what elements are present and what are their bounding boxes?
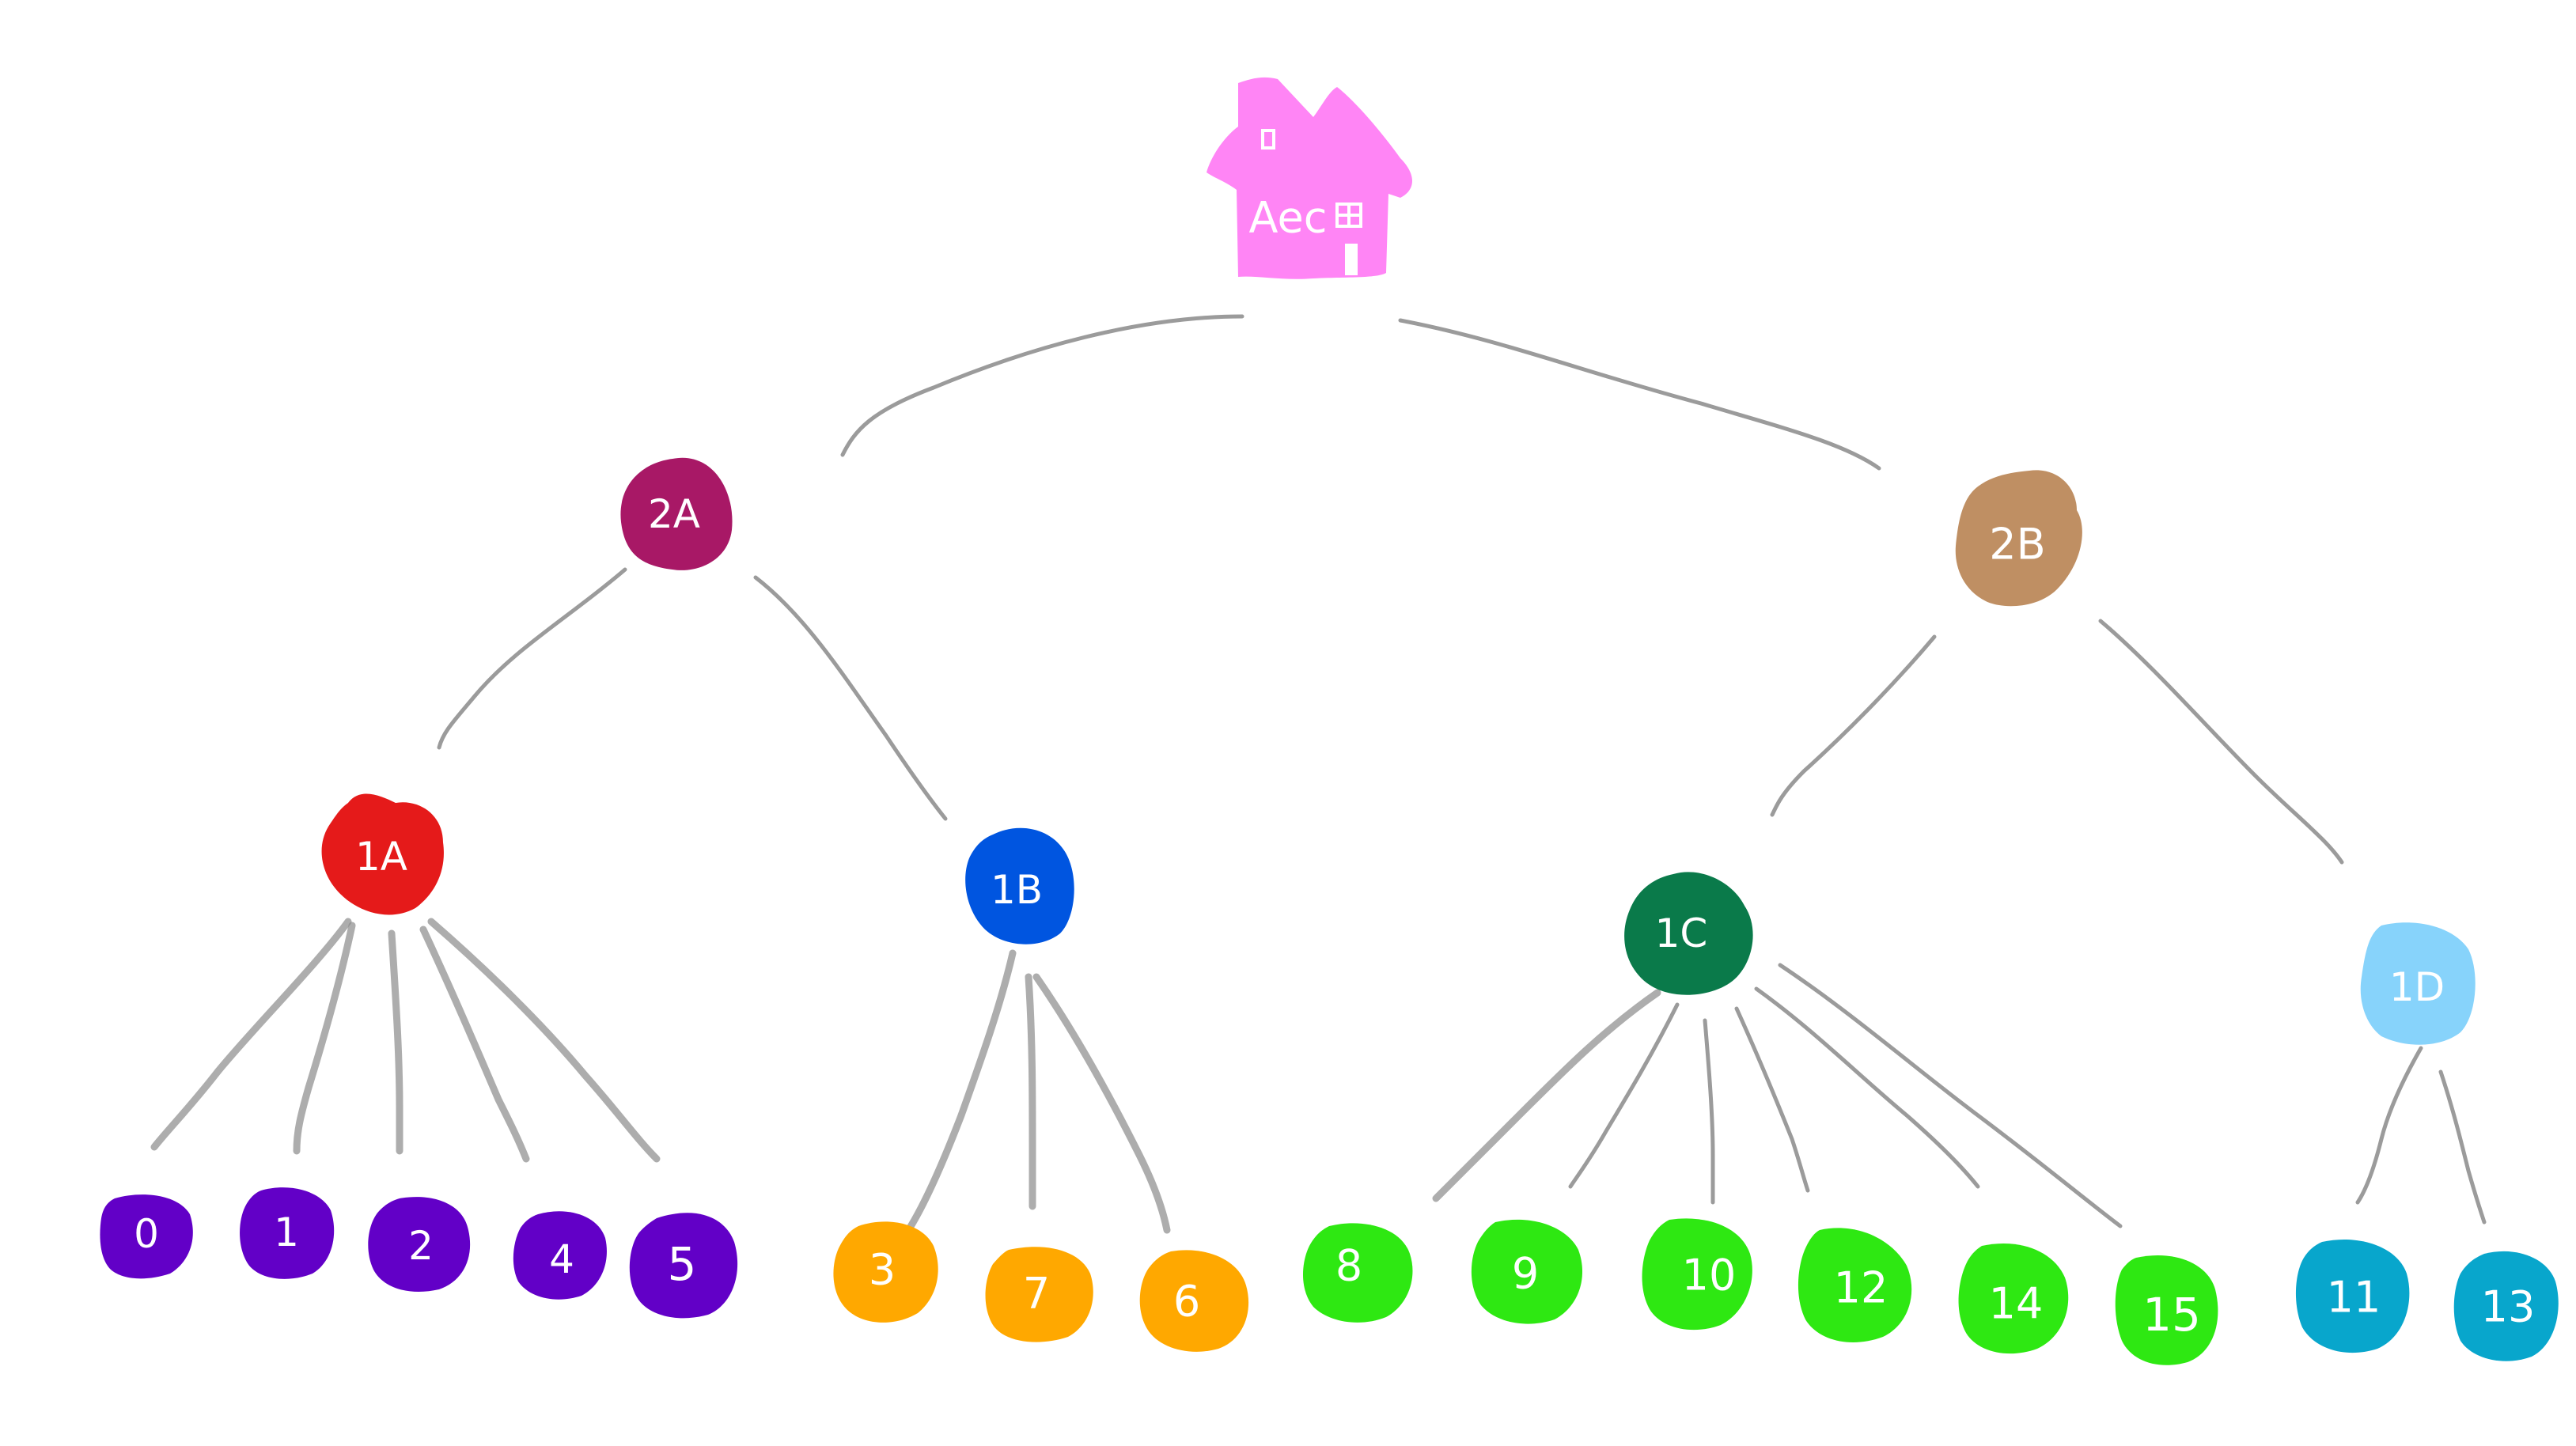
node-1C: 1C xyxy=(1624,872,1753,995)
leaf-0-label: 0 xyxy=(134,1211,159,1257)
leaf-2-label: 2 xyxy=(408,1223,434,1269)
leaf-12: 12 xyxy=(1798,1228,1912,1342)
edges xyxy=(150,314,2487,1238)
leaf-11-blob xyxy=(2295,1239,2410,1353)
node-1A-blob xyxy=(321,793,444,915)
edge-1A-1 xyxy=(293,922,356,1155)
node-1C-label: 1C xyxy=(1655,910,1708,956)
node-1A-label: 1A xyxy=(355,834,407,880)
leaf-8-label: 8 xyxy=(1335,1241,1362,1291)
leaf-4: 4 xyxy=(513,1211,607,1300)
edge-root-2B xyxy=(1398,318,1881,471)
edge-1C-15 xyxy=(1778,963,2123,1228)
leaf-5: 5 xyxy=(629,1213,738,1319)
edge-1A-0 xyxy=(150,918,352,1151)
leaf-7-blob xyxy=(985,1247,1093,1342)
leaf-6: 6 xyxy=(1139,1250,1249,1352)
leaf-4-label: 4 xyxy=(549,1236,574,1282)
leaf-13-label: 13 xyxy=(2481,1282,2536,1332)
leaf-1-label: 1 xyxy=(274,1209,299,1255)
leaf-9: 9 xyxy=(1471,1219,1583,1324)
leaf-4-blob xyxy=(513,1211,607,1300)
leaf-5-label: 5 xyxy=(668,1237,697,1291)
edge-1C-9 xyxy=(1568,1002,1680,1189)
edge-1B-3 xyxy=(902,949,1017,1238)
leaf-8-blob xyxy=(1302,1223,1413,1323)
edge-2A-1B xyxy=(753,575,948,821)
edge-2A-1A xyxy=(437,567,627,750)
house-icon xyxy=(1207,77,1412,279)
leaf-7-label: 7 xyxy=(1023,1269,1050,1319)
edge-root-2A xyxy=(840,314,1244,457)
leaf-15: 15 xyxy=(2115,1255,2218,1365)
node-2A-blob xyxy=(620,457,733,570)
leaf-2-blob xyxy=(368,1197,471,1292)
chimney-icon xyxy=(1261,129,1275,150)
leaf-14: 14 xyxy=(1958,1243,2069,1354)
edge-1A-2 xyxy=(388,929,403,1155)
leaf-11: 11 xyxy=(2295,1239,2410,1353)
edge-2B-1D xyxy=(2098,619,2344,865)
node-2A: 2A xyxy=(620,457,733,570)
leaf-13-blob xyxy=(2453,1251,2559,1361)
leaf-10-label: 10 xyxy=(1682,1251,1737,1300)
node-2B: 2B xyxy=(1955,470,2082,607)
node-1B-label: 1B xyxy=(991,867,1043,913)
node-1C-blob xyxy=(1624,872,1753,995)
leaf-15-blob xyxy=(2115,1255,2218,1365)
node-1B: 1B xyxy=(965,827,1074,944)
leaf-12-blob xyxy=(1798,1228,1912,1342)
leaf-3: 3 xyxy=(833,1221,938,1323)
leaf-10: 10 xyxy=(1642,1218,1752,1331)
leaf-5-blob xyxy=(629,1213,738,1319)
leaf-6-label: 6 xyxy=(1173,1277,1200,1327)
leaf-1: 1 xyxy=(240,1187,335,1279)
leaf-14-label: 14 xyxy=(1989,1279,2044,1329)
leaf-2: 2 xyxy=(368,1197,471,1292)
node-2B-blob xyxy=(1955,470,2082,607)
leaf-0-blob xyxy=(100,1194,193,1279)
leaf-9-label: 9 xyxy=(1512,1249,1539,1299)
edge-1A-5 xyxy=(427,918,661,1163)
node-1A: 1A xyxy=(321,793,444,915)
edge-1C-10 xyxy=(1703,1018,1715,1205)
leaf-8: 8 xyxy=(1302,1223,1413,1323)
node-1D-label: 1D xyxy=(2389,964,2445,1010)
root-house: Aec xyxy=(1207,77,1412,279)
edge-1C-8 xyxy=(1432,989,1661,1202)
leaf-9-blob xyxy=(1471,1219,1583,1324)
leaf-13: 13 xyxy=(2453,1251,2559,1361)
node-1D: 1D xyxy=(2360,922,2476,1045)
edge-1C-12 xyxy=(1734,1006,1810,1193)
node-1B-blob xyxy=(965,827,1074,944)
leaf-15-label: 15 xyxy=(2142,1288,2201,1342)
leaf-14-blob xyxy=(1958,1243,2069,1354)
node-2A-label: 2A xyxy=(648,491,700,537)
leaf-3-label: 3 xyxy=(869,1245,896,1295)
root-label: Aec xyxy=(1249,193,1328,243)
edge-1A-4 xyxy=(419,926,530,1163)
leaf-3-blob xyxy=(833,1221,938,1323)
edge-1B-6 xyxy=(1032,973,1171,1234)
edge-1D-13 xyxy=(2438,1069,2487,1225)
edge-1D-11 xyxy=(2355,1046,2423,1205)
door-icon xyxy=(1345,244,1358,275)
leaf-7: 7 xyxy=(985,1247,1093,1342)
leaf-10-blob xyxy=(1642,1218,1752,1331)
leaf-6-blob xyxy=(1139,1250,1249,1352)
edge-1C-14 xyxy=(1754,986,1980,1189)
node-1D-blob xyxy=(2360,922,2476,1045)
leaf-1-blob xyxy=(240,1187,335,1279)
leaf-0: 0 xyxy=(100,1194,193,1279)
edge-1B-7 xyxy=(1025,973,1036,1210)
leaf-11-label: 11 xyxy=(2327,1273,2381,1323)
edge-2B-1C xyxy=(1770,634,1937,817)
node-2B-label: 2B xyxy=(1989,520,2045,570)
leaf-12-label: 12 xyxy=(1834,1263,1888,1313)
